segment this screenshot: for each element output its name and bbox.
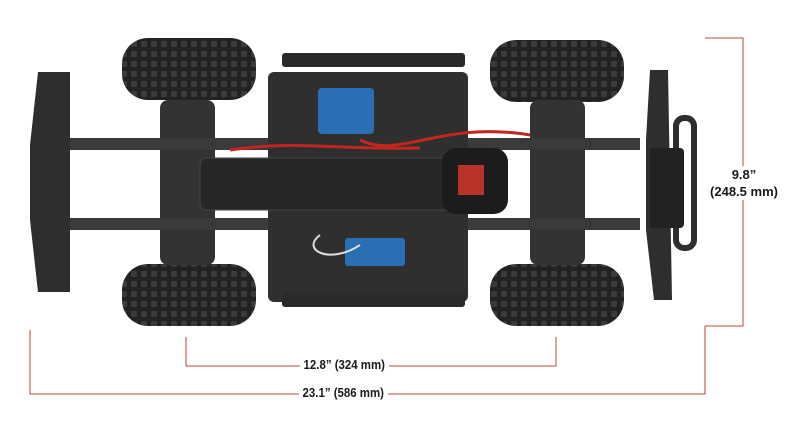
motor (442, 148, 508, 214)
wheel-front-right (490, 40, 624, 102)
width-inches: 9.8” (731, 167, 757, 182)
length-label: 23.1” (586 mm) (299, 385, 388, 400)
wheel-rear-right (490, 264, 624, 326)
width-millimeters: (248.5 mm) (710, 184, 778, 199)
wheel-front-left (122, 38, 256, 100)
wheelbase-label: 12.8” (324 mm) (300, 357, 389, 372)
rear-bumper (646, 70, 697, 300)
wheel-rear-left (122, 264, 256, 326)
front-bumper (30, 72, 70, 292)
width-label: 9.8” (248.5 mm) (706, 166, 782, 200)
